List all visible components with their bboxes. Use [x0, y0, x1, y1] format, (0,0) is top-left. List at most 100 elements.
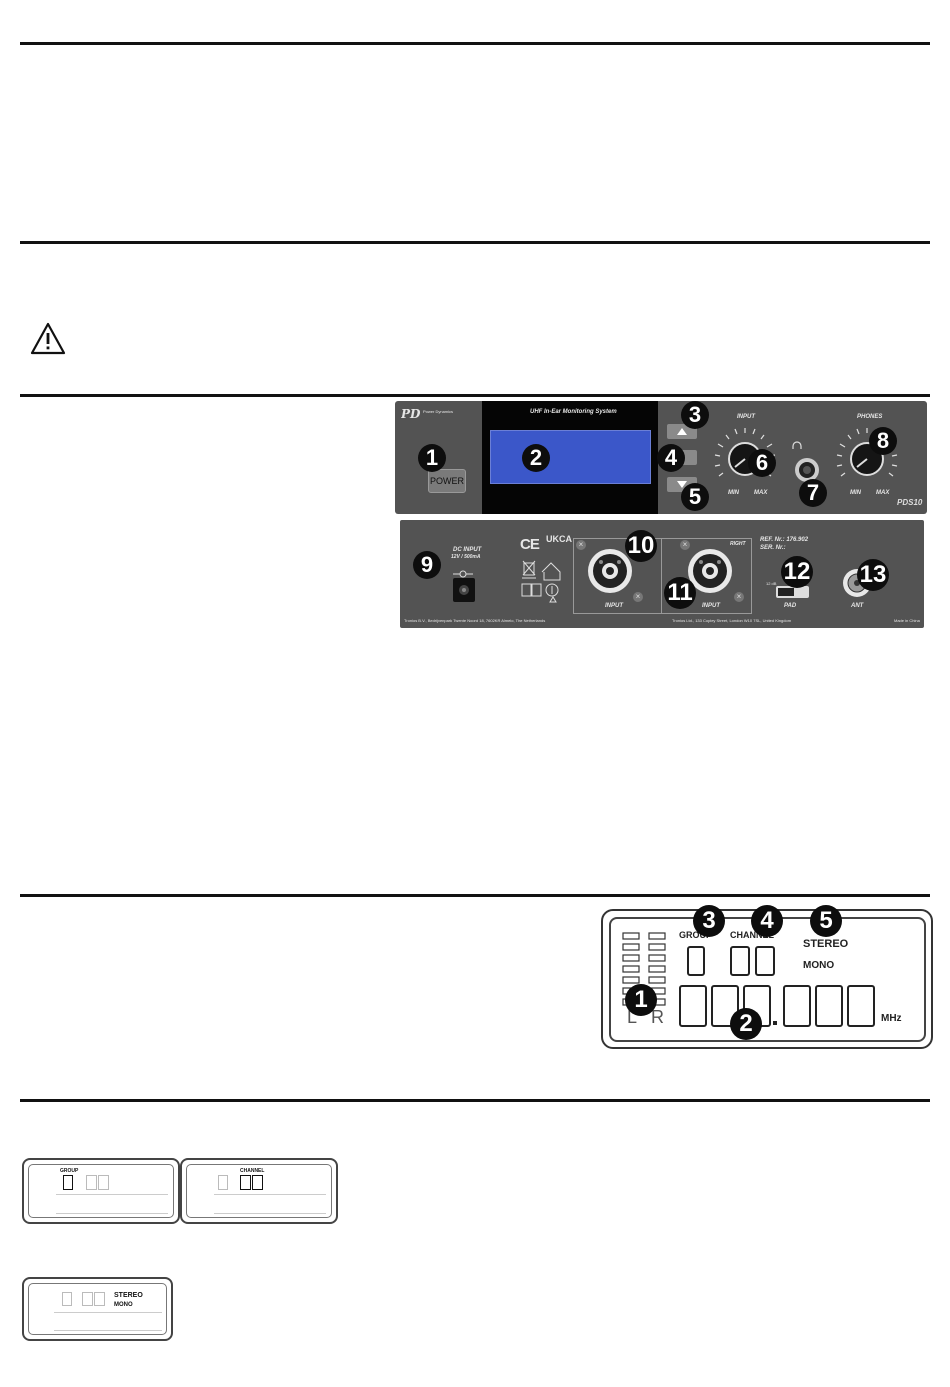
freq-digit-6 [847, 985, 875, 1027]
ref-number: REF. Nr.: 176.902 [760, 537, 809, 543]
mini-channel-digit [240, 1175, 251, 1190]
freq-digit-5 [815, 985, 843, 1027]
mini-mono-label: MONO [114, 1302, 133, 1308]
mini-freq-area [214, 1194, 326, 1214]
regulatory-symbols-icon [520, 558, 566, 608]
power-button-label: POWER [429, 476, 464, 486]
mini-group-digit [62, 1292, 72, 1306]
input-label: INPUT [737, 414, 755, 420]
callout-1: 1 [418, 444, 446, 472]
group-label: GROUP [679, 930, 713, 940]
ant-label: ANT [851, 603, 864, 609]
mini-channel-digit [98, 1175, 109, 1190]
mini-channel-digit [86, 1175, 97, 1190]
mini-lcd-inner [186, 1164, 332, 1218]
ukca-mark: UKCA [546, 534, 572, 544]
lcd-diagram: L R GROUP CHANNEL STEREO MONO MHz 1 2 3 … [601, 905, 933, 1049]
freq-digit-4 [783, 985, 811, 1027]
xlr-combo-input-left[interactable] [587, 548, 633, 594]
screw-icon: × [680, 540, 690, 550]
callout-11: 11 [664, 577, 696, 609]
freq-digit-1 [679, 985, 707, 1027]
input-left-label: INPUT [605, 603, 623, 609]
rear-footer-right: Made in China [894, 618, 920, 623]
phones-max-label: MAX [876, 490, 890, 496]
section-rule-4 [20, 894, 930, 897]
callout-4: 4 [657, 444, 685, 472]
headphones-icon [791, 439, 803, 451]
mini-group-digit [218, 1175, 228, 1190]
display-callout-2: 2 [730, 1008, 762, 1040]
channel-digit-1 [730, 946, 750, 976]
input-right-label: INPUT [702, 603, 720, 609]
input-min-label: MIN [728, 490, 739, 496]
section-rule-5 [20, 1099, 930, 1102]
mini-lcd-inner [28, 1164, 174, 1218]
channel-digit-2 [755, 946, 775, 976]
freq-digit-2 [711, 985, 739, 1027]
callout-9: 9 [413, 551, 441, 579]
mini-group-digit [63, 1175, 73, 1190]
mini-lcd-channel: CHANNEL [180, 1158, 338, 1224]
input-max-label: MAX [754, 490, 768, 496]
callout-10: 10 [625, 530, 657, 562]
xlr-combo-input-right[interactable] [687, 548, 733, 594]
section-rule-1 [20, 42, 930, 45]
mini-lcd-mode: STEREO MONO [22, 1277, 173, 1341]
callout-8: 8 [869, 427, 897, 455]
front-panel: PD Power Dynamics POWER UHF In-Ear Monit… [395, 401, 927, 514]
phones-jack[interactable] [794, 457, 820, 483]
callout-12: 12 [781, 556, 813, 588]
display-callout-5: 5 [810, 905, 842, 937]
dc-input-rating: 12V / 500mA [451, 554, 481, 560]
input-right-frame [661, 538, 752, 614]
callout-6: 6 [748, 449, 776, 477]
rear-panel: DC INPUT 12V / 500mA CE UKCA × × INPUT R… [400, 520, 924, 628]
mini-freq-area [54, 1312, 162, 1331]
screw-icon: × [633, 592, 643, 602]
dc-input-jack[interactable] [453, 578, 475, 602]
phones-label: PHONES [857, 414, 883, 420]
section-rule-2 [20, 241, 930, 244]
callout-13: 13 [857, 559, 889, 591]
display-bezel: UHF In-Ear Monitoring System [482, 401, 658, 514]
channel-label: CHANNEL [730, 930, 774, 940]
brand-logo: PD Power Dynamics [400, 407, 454, 421]
callout-5: 5 [681, 483, 709, 511]
group-digit [687, 946, 705, 976]
panel-title: UHF In-Ear Monitoring System [530, 409, 617, 415]
pad-label: PAD [784, 603, 797, 609]
svg-text:PD: PD [401, 407, 421, 421]
mini-freq-area [56, 1194, 168, 1214]
lcd-screen [490, 430, 651, 484]
warning-triangle-icon [30, 322, 66, 356]
pad-value: 12 dB [766, 581, 777, 586]
ce-mark: CE [520, 536, 540, 553]
callout-7: 7 [799, 479, 827, 507]
callout-2: 2 [522, 444, 550, 472]
dc-input-label: DC INPUT [453, 547, 482, 553]
mini-channel-digit [252, 1175, 263, 1190]
mini-group-label: GROUP [60, 1168, 79, 1174]
section-rule-3 [20, 394, 930, 397]
mini-channel-label: CHANNEL [240, 1168, 265, 1174]
mini-channel-digit [94, 1292, 105, 1306]
display-callout-1: 1 [625, 984, 657, 1016]
pad-switch[interactable] [776, 586, 809, 598]
dc-polarity-icon [452, 565, 474, 578]
mini-stereo-label: STEREO [114, 1292, 143, 1299]
rear-footer-left: Tronios B.V., Bedrijvenpark Twente Noord… [404, 618, 546, 623]
phones-min-label: MIN [850, 490, 861, 496]
callout-3: 3 [681, 401, 709, 429]
power-button[interactable]: POWER [428, 469, 466, 493]
mhz-label: MHz [881, 1013, 902, 1024]
left-channel-label: L [627, 1007, 638, 1027]
mono-label: MONO [803, 960, 835, 971]
mini-lcd-inner [28, 1283, 167, 1335]
mini-channel-digit [82, 1292, 93, 1306]
display-callout-3: 3 [693, 905, 725, 937]
right-channel-label: R [651, 1007, 664, 1027]
screw-icon: × [734, 592, 744, 602]
decimal-point [773, 1021, 777, 1025]
right-label: RIGHT [730, 541, 746, 547]
